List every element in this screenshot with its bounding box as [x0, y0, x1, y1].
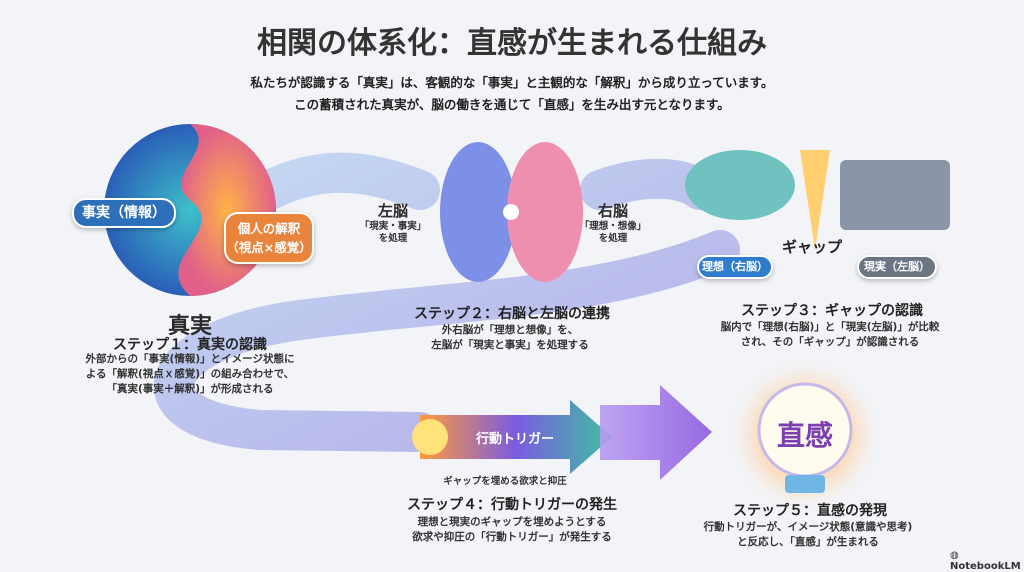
subtitle-line: この蓄積された真実が、脳の働きを通じて「直感」を生み出す元となります。	[294, 97, 730, 112]
desc-line: 外右脳が「理想と想像」を、	[441, 324, 579, 336]
step2-desc: 外右脳が「理想と想像」を、 左脳が「現実と事実」を処理する	[431, 323, 589, 353]
left-brain-desc: 「現実・事実」	[359, 221, 427, 232]
reality-label: 現実（左脳）	[857, 255, 937, 279]
step1-title: ステップ１：真実の認識	[113, 337, 267, 353]
truth-label: 真実	[167, 314, 213, 339]
brand-text: NotebookLM	[950, 561, 1021, 572]
interp-label: 個人の解釈	[237, 221, 301, 236]
notebooklm-brand: ◍ NotebookLM	[950, 550, 1024, 572]
trigger-caption: ギャップを埋める欲求と抑圧	[443, 476, 567, 487]
left-brain-desc: を処理	[378, 233, 408, 244]
subtitle-line: 私たちが認識する「真実」は、客観的な「事実」と主観的な「解釈」から成り立っていま…	[250, 75, 774, 90]
notebooklm-icon: ◍	[950, 550, 959, 561]
right-brain-desc: 「理想・想像」	[579, 221, 647, 232]
desc-line: 外部からの「事実(情報)」とイメージ状態に	[85, 353, 295, 365]
gap-label: ギャップ	[781, 238, 843, 256]
interp-label-sub: （視点×感覚）	[226, 240, 312, 255]
desc-line: 欲求や抑圧の「行動トリガー」が発生する	[412, 531, 612, 543]
desc-line: され、その「ギャップ」が認識される	[740, 336, 920, 348]
desc-line: 左脳が「現実と事実」を処理する	[431, 339, 589, 351]
desc-line: よる「解釈(視点ｘ感覚)」の組み合わせで、	[85, 368, 295, 380]
step5-desc: 行動トリガーが、イメージ状態(意識や思考) と反応し、「直感」が生まれる	[704, 520, 913, 550]
page-title: 相関の体系化：直感が生まれる仕組み	[257, 26, 767, 61]
step4-desc: 理想と現実のギャップを埋めようとする 欲求や抑圧の「行動トリガー」が発生する	[412, 515, 612, 545]
step3-title: ステップ３：ギャップの認識	[741, 303, 923, 319]
right-brain-desc: を処理	[598, 233, 628, 244]
ideal-label: 理想（右脳）	[697, 255, 773, 279]
desc-line: 行動トリガーが、イメージ状態(意識や思考)	[703, 521, 913, 533]
right-brain-title: 右脳	[597, 202, 629, 220]
step3-desc: 脳内で「理想(右脳)」と「現実(左脳)」が比較 され、その「ギャップ」が認識され…	[721, 320, 940, 350]
step4-title: ステップ４：行動トリガーの発生	[407, 497, 617, 513]
left-brain-title: 左脳	[377, 202, 409, 220]
trigger-label: 行動トリガー	[475, 432, 555, 447]
desc-line: 理想と現実のギャップを埋めようとする	[417, 516, 607, 528]
intuition-label: 直感	[776, 419, 834, 452]
step1-desc: 外部からの「事実(情報)」とイメージ状態に よる「解釈(視点ｘ感覚)」の組み合わ…	[86, 352, 295, 397]
desc-line: と反応し、「直感」が生まれる	[737, 536, 879, 548]
desc-line: 脳内で「理想(右脳)」と「現実(左脳)」が比較	[720, 321, 940, 333]
step5-title: ステップ５：直感の発現	[733, 503, 887, 519]
step2-title: ステップ２：右脳と左脳の連携	[414, 306, 610, 322]
desc-line: 「真実(事実＋解釈)」が形成される	[106, 383, 274, 395]
fact-label: 事実（情報）	[72, 198, 176, 228]
